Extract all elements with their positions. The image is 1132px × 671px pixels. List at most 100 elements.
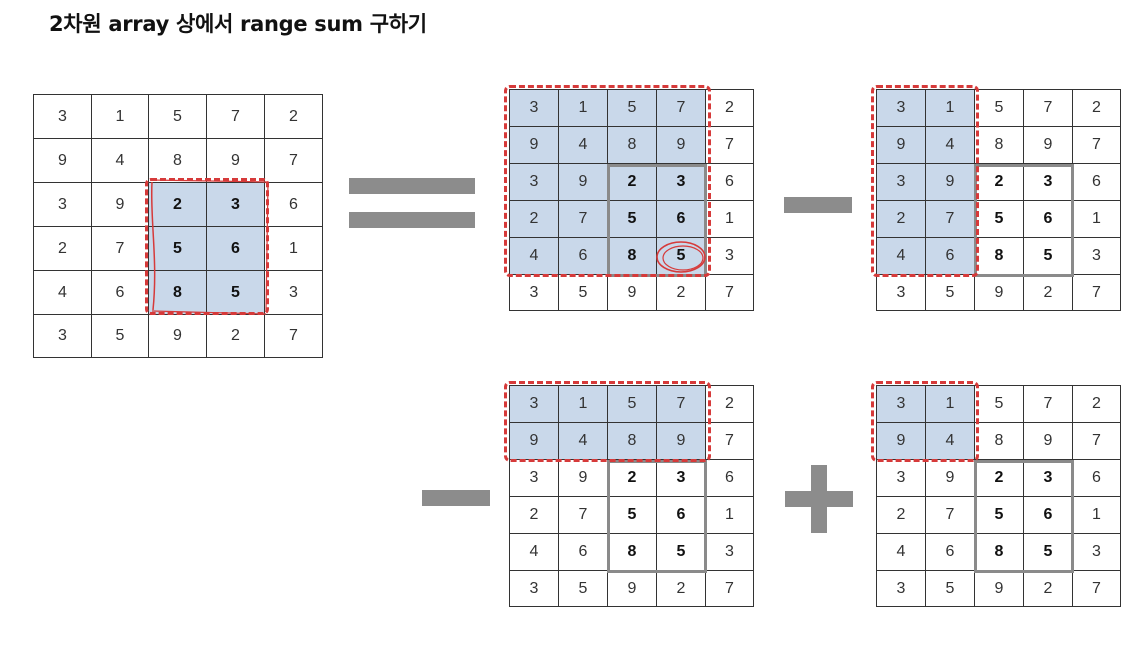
- matrix-cell: 9: [510, 127, 559, 164]
- matrix-cell: 3: [1073, 238, 1121, 275]
- matrix-cell: 9: [92, 183, 149, 227]
- matrix-cell: 8: [975, 238, 1024, 275]
- matrix-cell: 3: [877, 275, 926, 311]
- matrix-cell: 1: [559, 386, 608, 423]
- matrix-cell: 8: [149, 139, 207, 183]
- matrix-cell: 5: [559, 275, 608, 311]
- matrix-cell: 9: [657, 423, 706, 460]
- matrix-cell: 2: [877, 201, 926, 238]
- matrix-cell: 6: [559, 534, 608, 571]
- matrix-cell: 3: [34, 315, 92, 358]
- matrix-cell: 9: [975, 571, 1024, 607]
- matrix-cell: 5: [92, 315, 149, 358]
- matrix-cell: 4: [559, 423, 608, 460]
- matrix-cell: 1: [265, 227, 323, 271]
- matrix-cell: 2: [975, 164, 1024, 201]
- matrix-cell: 3: [706, 534, 754, 571]
- matrix-cell: 4: [92, 139, 149, 183]
- matrix-cell: 7: [559, 201, 608, 238]
- matrix-cell: 3: [1024, 164, 1073, 201]
- matrix-cell: 4: [510, 534, 559, 571]
- matrix-cell: 3: [877, 164, 926, 201]
- matrix-cell: 2: [510, 497, 559, 534]
- matrix-cell: 4: [926, 423, 975, 460]
- matrix-cell: 6: [265, 183, 323, 227]
- matrix-cell: 2: [975, 460, 1024, 497]
- matrix-cell: 6: [92, 271, 149, 315]
- matrix-cell: 2: [706, 386, 754, 423]
- matrix-cell: 7: [1073, 275, 1121, 311]
- matrix-cell: 5: [657, 238, 706, 275]
- matrix-cell: 3: [510, 275, 559, 311]
- matrix-cell: 1: [706, 497, 754, 534]
- matrix-cell: 2: [657, 571, 706, 607]
- matrix-cell: 2: [608, 460, 657, 497]
- matrix-cell: 9: [877, 127, 926, 164]
- matrix-cell: 7: [265, 315, 323, 358]
- matrix-cell: 6: [926, 534, 975, 571]
- matrix-cell: 6: [1073, 164, 1121, 201]
- matrix-cell: 3: [657, 164, 706, 201]
- matrix-cell: 3: [265, 271, 323, 315]
- matrix-cell: 1: [926, 386, 975, 423]
- matrix-cell: 3: [207, 183, 265, 227]
- matrix-cell: 4: [877, 238, 926, 275]
- matrix-cell: 4: [34, 271, 92, 315]
- matrix-cell: 3: [657, 460, 706, 497]
- matrix-cell: 3: [34, 95, 92, 139]
- matrix-cell: 6: [559, 238, 608, 275]
- matrix-cell: 9: [926, 164, 975, 201]
- matrix-cell: 9: [877, 423, 926, 460]
- matrix-cell: 7: [706, 571, 754, 607]
- matrix-cell: 3: [34, 183, 92, 227]
- matrix-cell: 5: [975, 90, 1024, 127]
- matrix-cell: 2: [207, 315, 265, 358]
- matrix-cell: 7: [657, 90, 706, 127]
- matrix-cell: 5: [1024, 238, 1073, 275]
- matrix-cell: 3: [510, 571, 559, 607]
- matrix-cell: 1: [1073, 497, 1121, 534]
- matrix-cell: 2: [877, 497, 926, 534]
- matrix-cell: 8: [975, 534, 1024, 571]
- matrix-cell: 8: [149, 271, 207, 315]
- matrix-cell: 7: [706, 423, 754, 460]
- matrix-cell: 5: [207, 271, 265, 315]
- matrix-cell: 7: [207, 95, 265, 139]
- matrix-cell: 9: [34, 139, 92, 183]
- matrix-cell: 5: [926, 571, 975, 607]
- matrix-cell: 5: [975, 497, 1024, 534]
- matrix-cell: 5: [559, 571, 608, 607]
- matrix-cell: 6: [657, 497, 706, 534]
- matrix-cell: 2: [265, 95, 323, 139]
- matrix-cell: 5: [149, 95, 207, 139]
- matrix-cell: 7: [1024, 90, 1073, 127]
- matrix-cell: 3: [1073, 534, 1121, 571]
- matrix-cell: 7: [1024, 386, 1073, 423]
- matrix-cell: 1: [92, 95, 149, 139]
- matrix-cell: 7: [706, 127, 754, 164]
- matrix-cell: 9: [149, 315, 207, 358]
- matrix-cell: 7: [926, 201, 975, 238]
- matrix-cell: 5: [975, 386, 1024, 423]
- matrix-cell: 2: [706, 90, 754, 127]
- matrix-cell: 3: [706, 238, 754, 275]
- matrix-cell: 6: [706, 164, 754, 201]
- matrix-cell: 2: [1073, 386, 1121, 423]
- matrix-cell: 1: [706, 201, 754, 238]
- matrix-cell: 3: [877, 90, 926, 127]
- matrix-cell: 7: [657, 386, 706, 423]
- matrix-cell: 9: [207, 139, 265, 183]
- matrix-cell: 5: [149, 227, 207, 271]
- matrix-cell: 9: [510, 423, 559, 460]
- matrix-cell: 5: [608, 201, 657, 238]
- matrix-cell: 8: [975, 127, 1024, 164]
- matrix-cell: 1: [926, 90, 975, 127]
- matrix-cell: 5: [608, 90, 657, 127]
- matrix-cell: 1: [1073, 201, 1121, 238]
- matrix-cell: 9: [1024, 127, 1073, 164]
- page-title: 2차원 array 상에서 range sum 구하기: [49, 12, 427, 36]
